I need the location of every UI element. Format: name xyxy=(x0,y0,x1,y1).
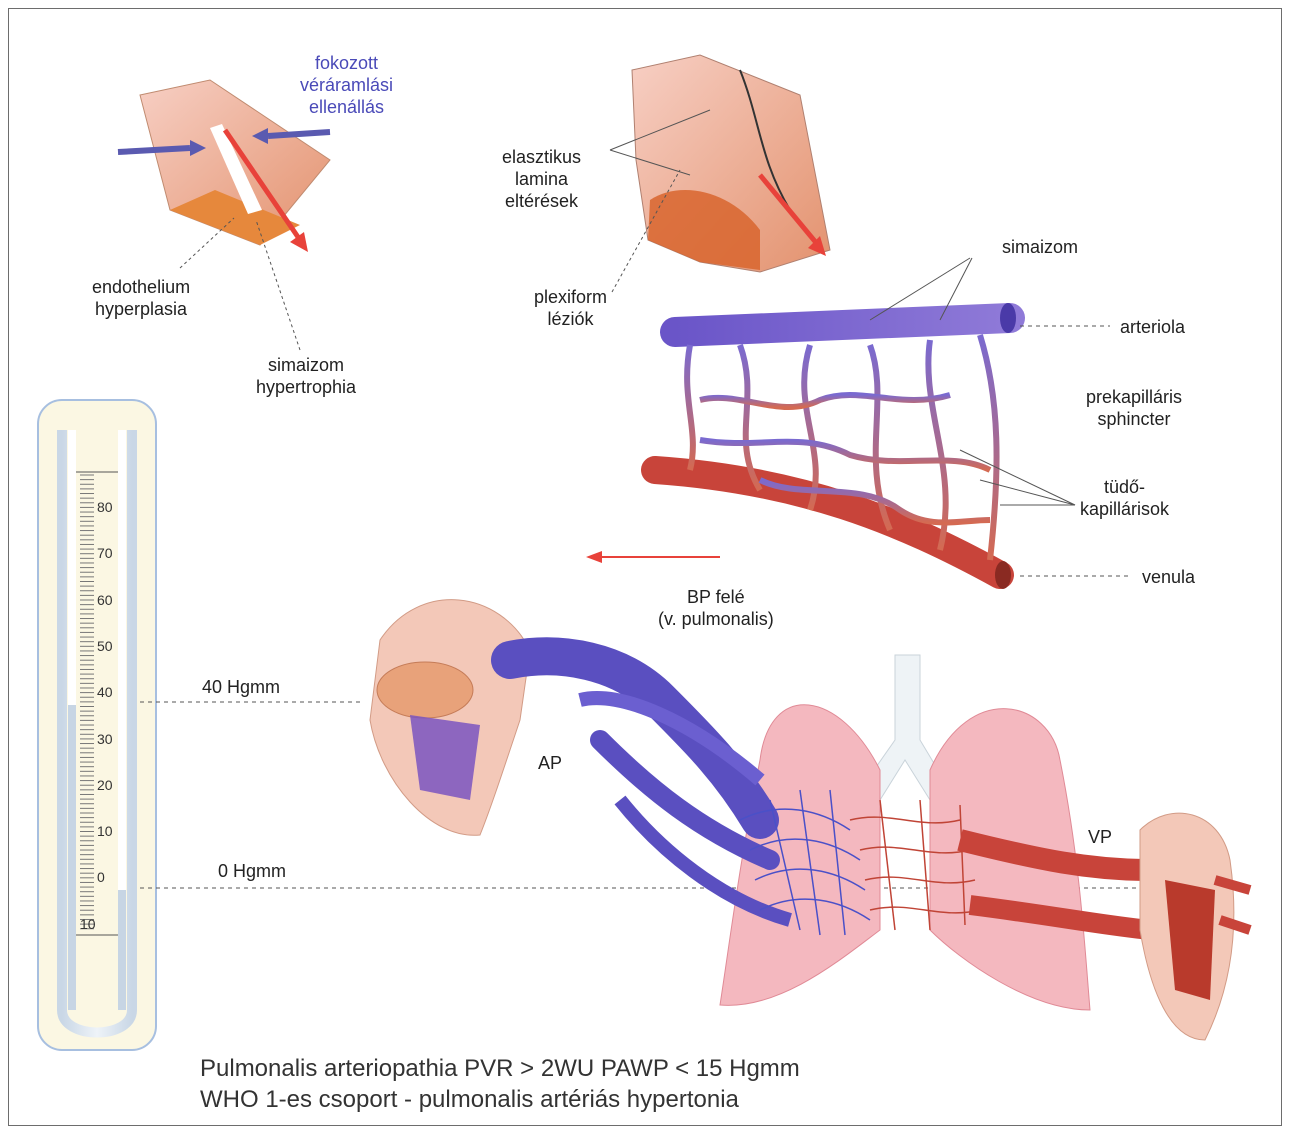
label-line: tüdő- xyxy=(1080,476,1169,498)
footer-line-1: Pulmonalis arteriopathia PVR > 2WU PAWP … xyxy=(200,1054,800,1084)
label-line: elasztikus xyxy=(502,146,581,168)
label-line: ellenállás xyxy=(300,96,393,118)
label-line: fokozott xyxy=(300,52,393,74)
label-line: hyperplasia xyxy=(92,298,190,320)
label-pressure-40: 40 Hgmm xyxy=(202,676,280,698)
capillary-network xyxy=(586,258,1130,589)
label-line: endothelium xyxy=(92,276,190,298)
footer-line-2: WHO 1-es csoport - pulmonalis artériás h… xyxy=(200,1085,739,1115)
manometer-tick-label: 80 xyxy=(97,499,113,515)
label-line: prekapilláris xyxy=(1086,386,1182,408)
label-line: (v. pulmonalis) xyxy=(658,608,774,630)
label-capillaries: tüdő- kapillárisok xyxy=(1080,476,1169,520)
manometer-tick-label: 0 xyxy=(97,869,105,885)
label-venule: venula xyxy=(1142,566,1195,588)
manometer-tick-label: 10 xyxy=(80,916,96,932)
label-line: BP felé xyxy=(658,586,774,608)
label-ap: AP xyxy=(538,752,562,774)
manometer-tick-label: 20 xyxy=(97,777,113,793)
label-line: kapillárisok xyxy=(1080,498,1169,520)
manometer-tick-label: 40 xyxy=(97,684,113,700)
manometer-tick-label: 50 xyxy=(97,638,113,654)
label-arteriole: arteriola xyxy=(1120,316,1185,338)
label-pressure-0: 0 Hgmm xyxy=(218,860,286,882)
right-heart-pulmonary-artery xyxy=(370,600,790,920)
lungs xyxy=(720,655,1090,1010)
label-elastic-lamina: elasztikus lamina eltérések xyxy=(502,146,581,212)
manometer-tick-label: 30 xyxy=(97,731,113,747)
label-plexiform: plexiform léziók xyxy=(534,286,607,330)
label-line: eltérések xyxy=(502,190,581,212)
label-endothelium: endothelium hyperplasia xyxy=(92,276,190,320)
label-vp: VP xyxy=(1088,826,1112,848)
label-precapillary-sphincter: prekapilláris sphincter xyxy=(1086,386,1182,430)
vessel-section-plexiform xyxy=(610,55,830,292)
manometer-tick-label: 70 xyxy=(97,545,113,561)
label-line: léziók xyxy=(534,308,607,330)
label-bp-direction: BP felé (v. pulmonalis) xyxy=(658,586,774,630)
label-line: hypertrophia xyxy=(256,376,356,398)
label-line: véráramlási xyxy=(300,74,393,96)
manometer-tick-label: 10 xyxy=(97,823,113,839)
label-line: sphincter xyxy=(1086,408,1182,430)
manometer-tick-label: 60 xyxy=(97,592,113,608)
label-line: simaizom xyxy=(256,354,356,376)
label-line: lamina xyxy=(502,168,581,190)
label-resistance: fokozott véráramlási ellenállás xyxy=(300,52,393,118)
label-smooth-hypertrophy: simaizom hypertrophia xyxy=(256,354,356,398)
label-smooth-muscle: simaizom xyxy=(1002,236,1078,258)
label-line: plexiform xyxy=(534,286,607,308)
